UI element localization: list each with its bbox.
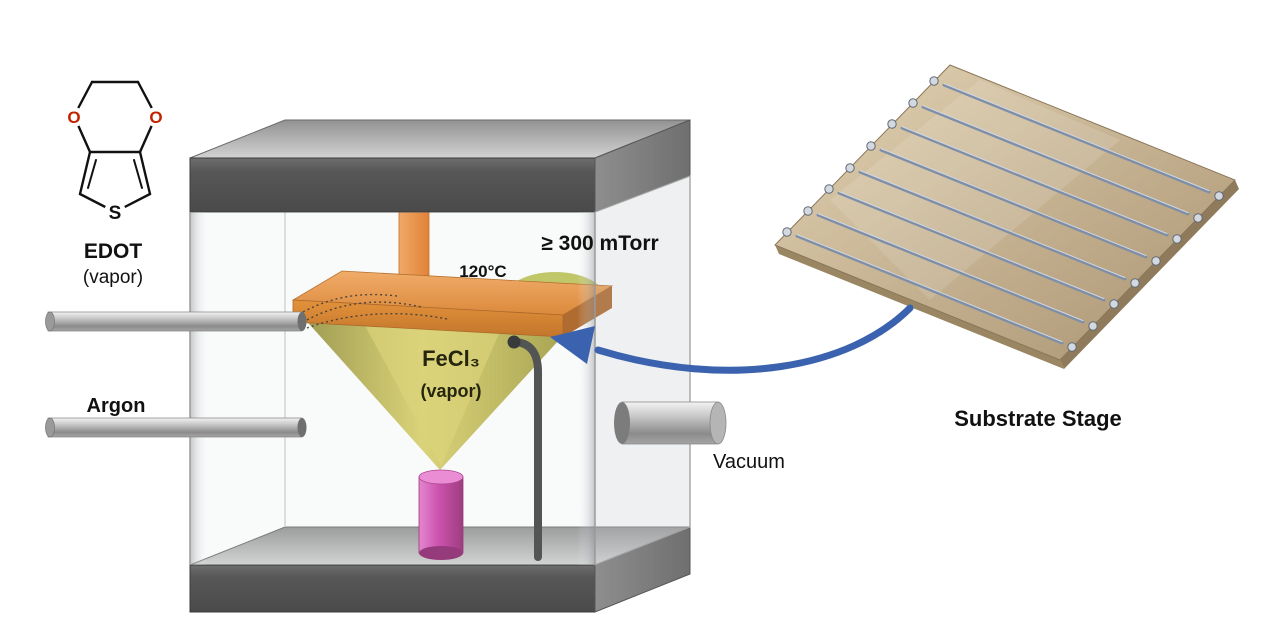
oxygen-left-atom: O [67,108,80,127]
plate-edge-bottom-left [775,245,1064,369]
plate-sheen [830,80,1120,300]
pressure-label: ≥ 300 mTorr [541,232,658,255]
thermocouple-probe [507,335,542,561]
transfer-arrow-icon [550,304,914,374]
oxygen-right-atom: O [149,108,162,127]
argon-inlet-pipe [45,417,307,438]
glass-right-edge [577,212,595,565]
edot-state-label: (vapor) [83,267,143,288]
glass-left-edge [190,212,208,565]
heater-rods [795,83,1211,345]
top-wall-front-face [189,157,596,213]
oxidant-label: FeCl₃ [422,346,480,371]
chamber-glass-front [190,212,595,565]
monomer-flow-dotted-lines [302,293,448,329]
sulfur-atom: S [109,203,122,224]
chamber-glass [189,175,691,566]
edot-label: EDOT [84,240,143,263]
heated-stage [291,270,614,338]
argon-label: Argon [87,395,146,417]
crucible-opening [418,469,464,485]
stage-temperature-label: 120°C [459,262,506,281]
vacuum-pipe [614,401,727,445]
edot-inlet-pipe [45,311,307,332]
chamber-top-wall [189,119,691,213]
edot-molecule: O O S [64,80,166,224]
vacuum-label: Vacuum [713,451,785,473]
plate-edge-bottom-right [1060,180,1239,369]
oxidant-state-label: (vapor) [420,381,481,401]
vacuum-chamber: ≥ 300 mTorr 120°C FeCl₃ (vapor) [189,119,691,613]
crucible [418,469,464,560]
bottom-wall-front-face [189,564,596,613]
substrate-heater-stem [398,211,430,279]
substrate-stage-3d: Substrate Stage [774,64,1239,431]
thermocouple-tip [507,335,521,349]
molecule-bonds [72,80,158,214]
mounting-screws [782,76,1224,352]
heater-rod-highlights [796,83,1210,343]
substrate-stage-label: Substrate Stage [954,406,1122,431]
